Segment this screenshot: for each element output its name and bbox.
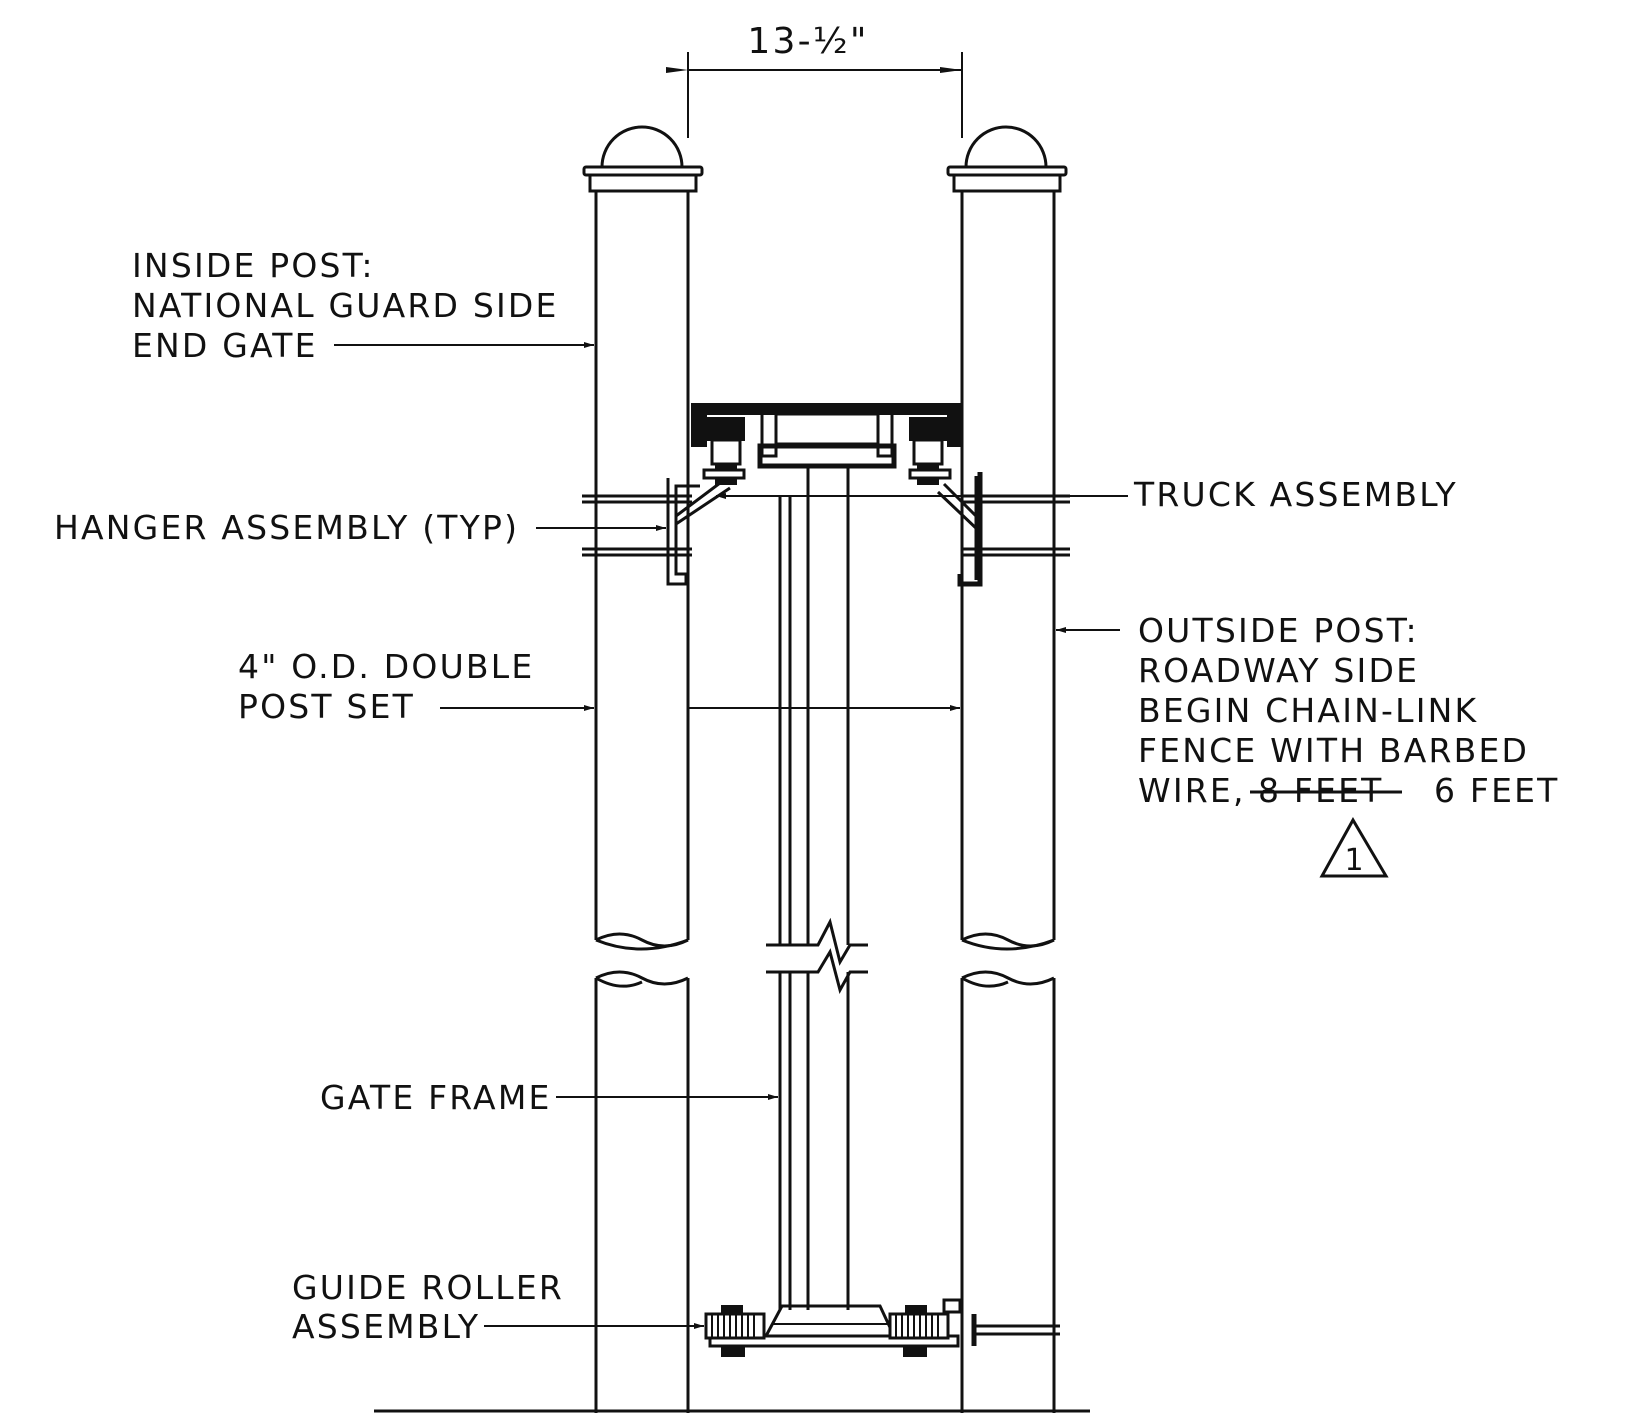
revised-height-text: 6 FEET [1434,771,1560,810]
guide-roller-label-line-2: ASSEMBLY [292,1307,480,1346]
inside-post [582,125,704,1413]
leader-lines [334,342,1128,1329]
guide-roller-assembly [704,1298,1060,1357]
inside-post-label-line-1: INSIDE POST: [132,246,375,285]
inside-post-label-line-2: NATIONAL GUARD SIDE [132,286,559,325]
truck-wheel-right [908,417,952,485]
outside-post-label-line-1: OUTSIDE POST: [1138,611,1419,650]
guide-roller-right [888,1298,962,1357]
outside-post-label-line-4: FENCE WITH BARBED [1138,731,1529,770]
truck-assembly-label: TRUCK ASSEMBLY [1133,475,1458,514]
double-post-label-line-2: POST SET [238,687,415,726]
gate-frame-label: GATE FRAME [320,1078,552,1117]
guide-roller-label-line-1: GUIDE ROLLER [292,1268,564,1307]
hanger-assembly-left [582,478,731,586]
truck-assembly [691,403,963,485]
truck-wheel-left [702,417,746,485]
gate-frame [766,466,868,1310]
outside-post [946,125,1068,1413]
revision-triangle: 1 [1319,816,1389,878]
width-dimension: 13-½" [666,21,963,138]
outside-post-label-line-2: ROADWAY SIDE [1138,651,1419,690]
guide-roller-left [704,1305,766,1357]
outside-post-label-line-5-prefix: WIRE, [1138,771,1246,810]
hanger-assembly-right [936,472,1070,587]
hanger-assembly-label: HANGER ASSEMBLY (TYP) [54,508,519,547]
width-dimension-label: 13-½" [747,21,868,62]
revision-number: 1 [1344,843,1363,878]
double-post-label-line-1: 4" O.D. DOUBLE [238,647,534,686]
outside-post-label-line-3: BEGIN CHAIN-LINK [1138,691,1478,730]
inside-post-label-line-3: END GATE [132,326,318,365]
